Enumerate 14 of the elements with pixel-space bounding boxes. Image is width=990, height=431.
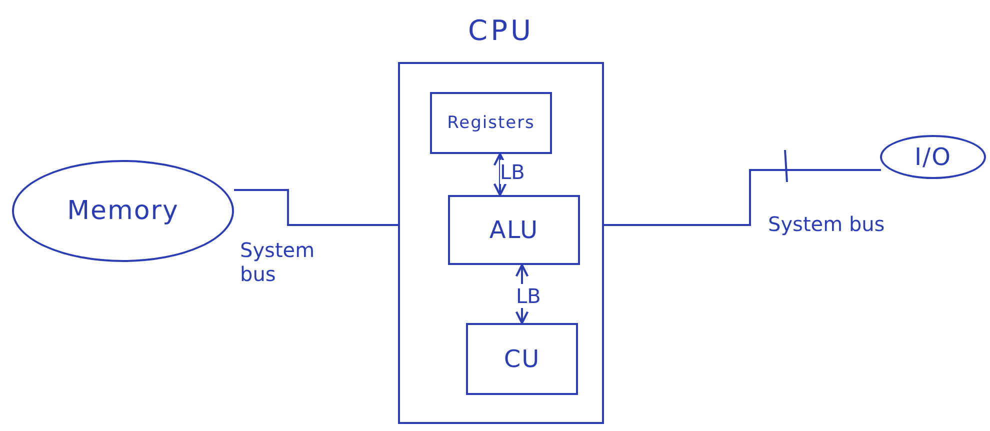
unit-box [466,323,578,395]
edge-label: LB [516,284,541,308]
unit-box [430,92,552,154]
node-label: Memory [67,196,179,226]
node-label: I/O [914,143,952,171]
box-heading: CPU [467,14,535,47]
node-label: ALU [489,216,539,244]
arrow [493,152,507,196]
unit-box [448,195,580,265]
bus-line [234,189,398,226]
edge-label: LB [500,160,525,184]
node-label: Registers [447,113,535,133]
bus-line [604,169,881,226]
node-label: CU [504,345,540,373]
